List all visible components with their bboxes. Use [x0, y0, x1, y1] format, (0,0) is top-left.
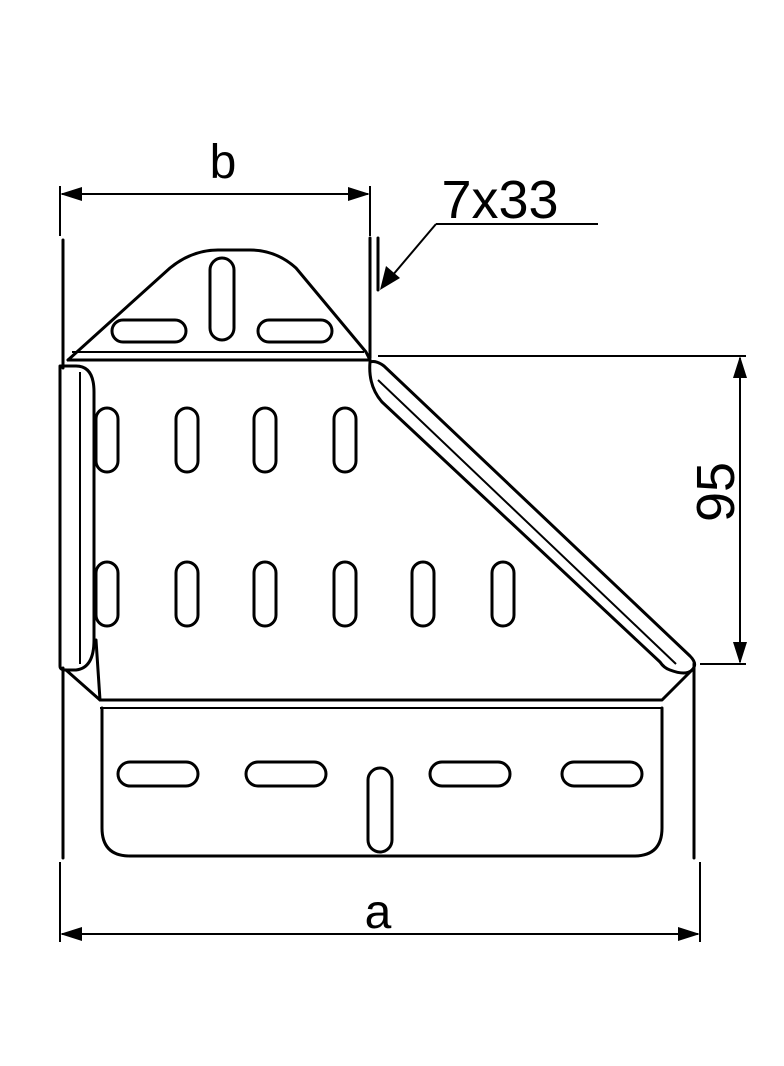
- base-plate: [64, 638, 694, 709]
- slot-size-label: 7x33: [441, 170, 558, 230]
- diagonal-side-wall: [368, 360, 697, 860]
- top-connector-plate: [66, 248, 372, 362]
- slot-row-lower: [94, 560, 516, 628]
- top-right-wall: [368, 236, 380, 360]
- slot: [256, 318, 334, 344]
- slot: [244, 760, 328, 788]
- slot-row-upper: [94, 406, 358, 474]
- slot: [94, 560, 120, 628]
- slot: [410, 560, 436, 628]
- slot: [208, 256, 236, 342]
- slot: [560, 760, 644, 788]
- slot: [110, 318, 188, 344]
- slot-size-callout: 7x33: [380, 170, 598, 290]
- slot: [174, 560, 200, 628]
- slot: [428, 760, 512, 788]
- dimension-a: a: [59, 862, 701, 942]
- slot: [366, 766, 394, 854]
- slot: [490, 560, 516, 628]
- dimension-a-label: a: [365, 886, 392, 939]
- slot: [332, 560, 358, 628]
- dimension-b-label: b: [210, 136, 237, 189]
- slot: [174, 406, 200, 474]
- slot: [94, 406, 120, 474]
- slot: [332, 406, 358, 474]
- slot: [252, 560, 278, 628]
- dimension-95-label: 95: [686, 462, 746, 522]
- bottom-connector-plate: [100, 706, 664, 858]
- slot: [116, 760, 200, 788]
- slot: [252, 406, 278, 474]
- dimension-95: 95: [378, 355, 747, 665]
- left-side-wall: [58, 238, 96, 860]
- dimension-b: b: [59, 136, 371, 236]
